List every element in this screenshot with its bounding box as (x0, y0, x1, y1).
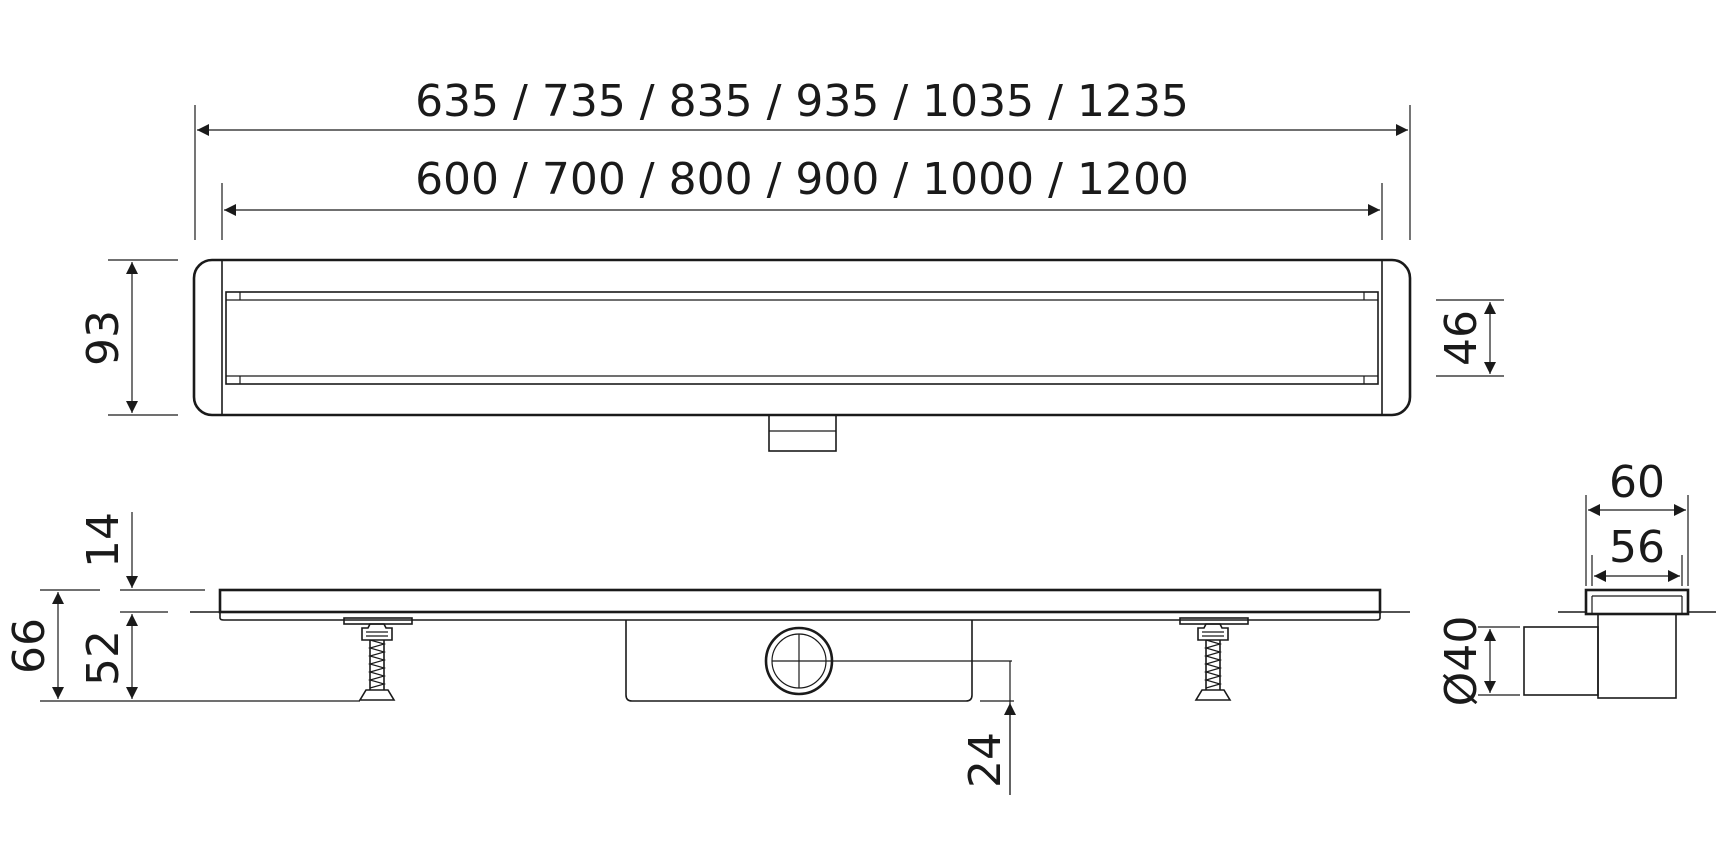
plan-width-dimension: 93 (78, 259, 178, 416)
overall-length-dimension: 635 / 735 / 835 / 935 / 1035 / 1235 (194, 76, 1411, 240)
grate-width-dimension: 46 (1436, 299, 1504, 377)
end-view (1523, 588, 1716, 699)
side-view (190, 588, 1410, 702)
outlet-inner-width-dimension: 56 (1591, 522, 1683, 586)
grate-width-label: 46 (1436, 310, 1487, 366)
outlet-diameter-dimension: Ø40 (1436, 616, 1520, 707)
adjustable-foot-right (1179, 617, 1249, 701)
body-height-dimension: 52 (40, 614, 360, 702)
outlet-inner-width-label: 56 (1609, 522, 1665, 573)
flange-height-label: 14 (78, 512, 129, 568)
overall-length-label: 635 / 735 / 835 / 935 / 1035 / 1235 (415, 76, 1189, 127)
total-height-dimension: 66 (4, 589, 100, 699)
total-height-label: 66 (4, 618, 55, 674)
outlet-axis-height-label: 24 (960, 732, 1011, 788)
body-height-label: 52 (78, 630, 129, 686)
outlet-top-width-label: 60 (1609, 457, 1665, 508)
plan-width-label: 93 (78, 310, 129, 366)
flange-height-dimension: 14 (78, 512, 205, 613)
channel-length-dimension: 600 / 700 / 800 / 900 / 1000 / 1200 (221, 154, 1383, 240)
outlet-axis-height-dimension: 24 (960, 661, 1016, 795)
outlet-diameter-label: Ø40 (1436, 616, 1487, 707)
adjustable-foot-left (343, 617, 413, 701)
channel-length-label: 600 / 700 / 800 / 900 / 1000 / 1200 (415, 154, 1189, 205)
outlet-top-width-dimension: 60 (1585, 457, 1689, 586)
plan-view (192, 258, 1412, 452)
